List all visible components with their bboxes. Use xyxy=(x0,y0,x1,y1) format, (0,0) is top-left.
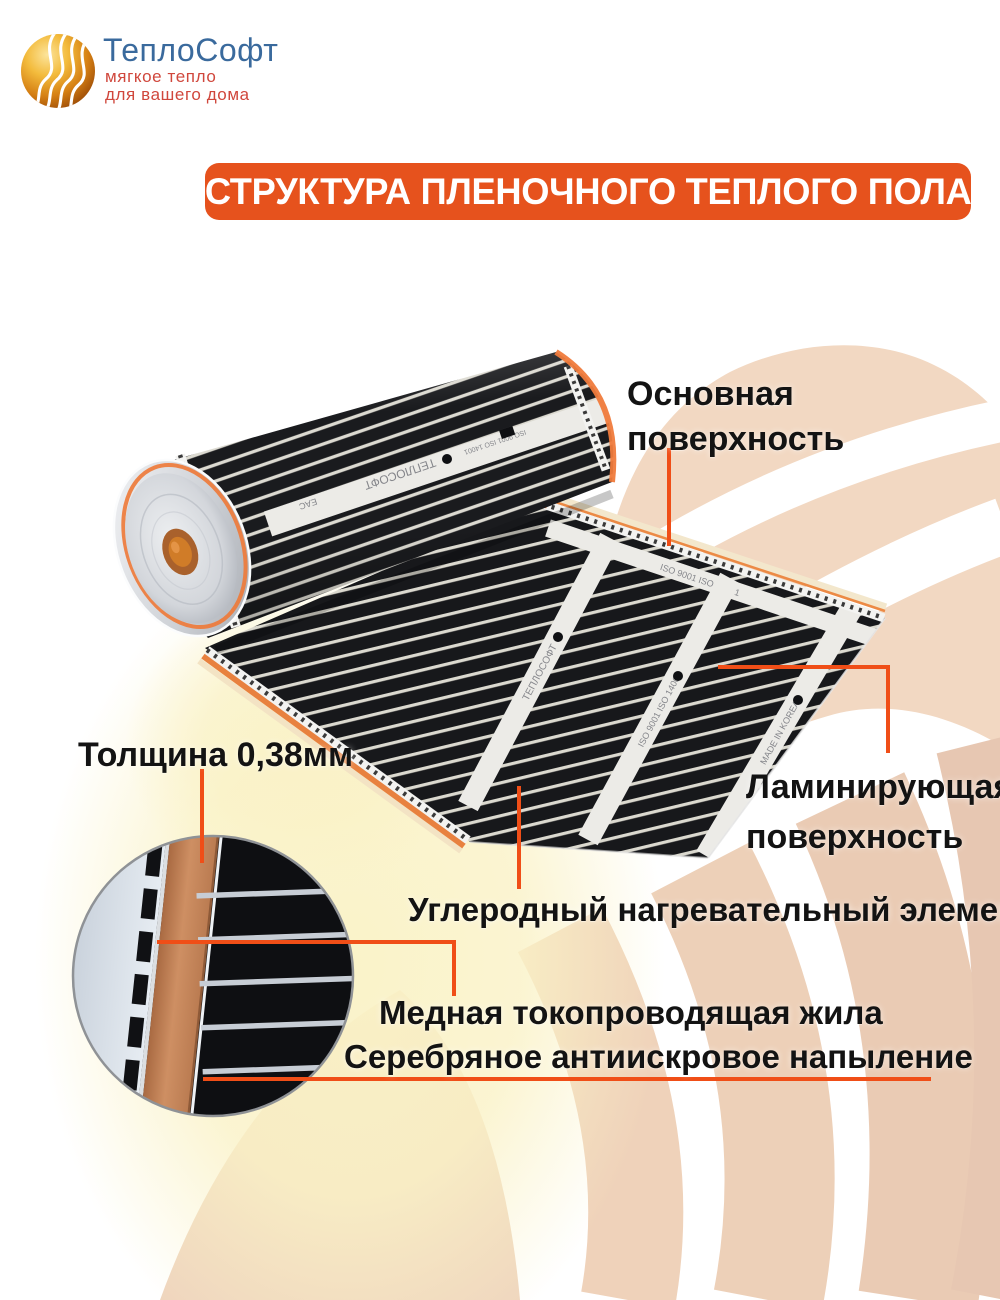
film-sheet: ISO 9001 ISO 14001 ТЕПЛОСОФТ ISO 9001 IS… xyxy=(197,449,888,859)
callout-main-surface-line2: поверхность xyxy=(627,420,845,458)
callout-laminating-line2: поверхность xyxy=(746,818,964,856)
callout-copper-conductor: Медная токопроводящая жила xyxy=(379,994,883,1031)
callout-laminating: Ламинирующая поверхность xyxy=(746,762,1000,862)
laminating-connector-horizontal xyxy=(718,665,890,669)
thickness-connector xyxy=(200,769,204,863)
laminating-connector-vertical xyxy=(886,665,890,753)
film-roll: ТЕПЛОСОФТ EAC ISO 9001 ISO 14001 xyxy=(112,349,617,655)
callout-laminating-line1: Ламинирующая xyxy=(746,768,1000,806)
callout-thickness: Толщина 0,38мм xyxy=(78,736,354,774)
callout-silver-coating: Серебряное антиискровое напыление xyxy=(344,1038,973,1075)
logo-brand-name: ТеплоСофт xyxy=(103,32,279,68)
title-banner: СТРУКТУРА ПЛЕНОЧНОГО ТЕПЛОГО ПОЛА xyxy=(204,163,972,220)
carbon-connector xyxy=(517,786,521,889)
film-closeup-inset xyxy=(71,834,355,1118)
callout-carbon-element: Углеродный нагревательный элемент xyxy=(408,891,1000,928)
silver-underline xyxy=(203,1077,931,1081)
callout-main-surface-line1: Основная xyxy=(627,375,794,413)
callout-main-surface: Основная поверхность xyxy=(627,372,844,462)
logo: ТеплоСофт мягкое тепло для вашего дома xyxy=(20,28,320,118)
copper-connector-horizontal xyxy=(157,940,456,944)
logo-tagline-line2: для вашего дома xyxy=(105,85,250,104)
logo-sphere-icon xyxy=(21,30,95,112)
logo-tagline-line1: мягкое тепло xyxy=(105,67,217,86)
page-title: СТРУКТУРА ПЛЕНОЧНОГО ТЕПЛОГО ПОЛА xyxy=(204,170,972,212)
copper-connector-vertical xyxy=(452,940,456,996)
main-surface-connector xyxy=(667,448,671,546)
